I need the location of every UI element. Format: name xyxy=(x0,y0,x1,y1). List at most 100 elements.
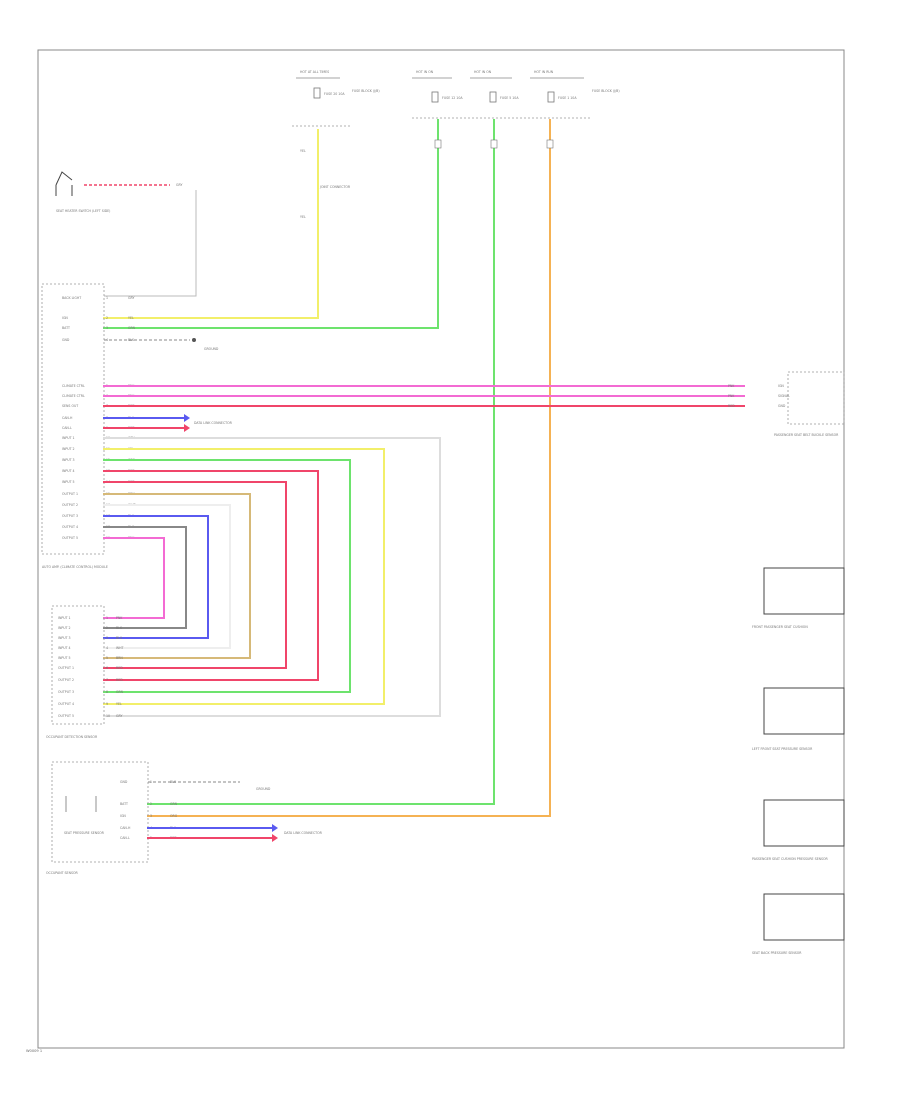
terminal-name: SIGNAL xyxy=(778,394,790,398)
seat-heater-switch: GRY SEAT HEATER SWITCH (LEFT SIDE) xyxy=(55,171,197,297)
sensor-box-1: FRONT PASSENGER SEAT CUSHION xyxy=(752,567,845,629)
pin-number: 1 xyxy=(106,296,108,300)
pin-number: 7 xyxy=(106,678,108,682)
pin-number: 2 xyxy=(106,316,108,320)
pin-name: BACK LIGHT xyxy=(62,296,81,300)
pin-name: CLIMATE CTRL xyxy=(62,384,85,388)
switch-wire-note: GRY xyxy=(176,183,182,187)
pin-row: INPUT 1 1 PNK xyxy=(58,616,123,620)
fuse-label: FUSE 5 10A xyxy=(500,96,519,100)
power-label: HOT AT ALL TIMES xyxy=(300,70,329,74)
wire-yellow-ign xyxy=(103,129,319,319)
pin-name: OUTPUT 1 xyxy=(62,492,78,496)
wire-gray-loop xyxy=(103,437,441,717)
wire-color: PNK xyxy=(116,616,123,620)
wire-black-loop xyxy=(103,526,187,629)
pin-number: 4 xyxy=(106,338,108,342)
pin-name: INPUT 1 xyxy=(58,616,71,620)
terminal-name: GND xyxy=(778,404,786,408)
wire-yellow-loop xyxy=(103,448,385,705)
wire-label-yel-top: YEL xyxy=(300,149,306,153)
occupant-sensor-inner: SEAT PRESSURE SENSOR xyxy=(64,796,105,835)
pin-name: OUTPUT 2 xyxy=(62,503,78,507)
occupant-sensor-box xyxy=(51,761,149,863)
pin-row: OUTPUT 1 6 RED xyxy=(58,666,123,670)
wire-orange-ign-occ xyxy=(147,119,551,817)
sensor-box-2: LEFT FRONT SEAT PRESSURE SENSOR xyxy=(752,687,845,751)
pin-number: 5 xyxy=(106,656,108,660)
ground-branch: GROUND xyxy=(104,338,219,351)
wire-color: RED xyxy=(116,678,123,682)
fuse-label: FUSE 20 10A xyxy=(324,92,345,96)
switch-connector-label: OCCUPANT DETECTION SENSOR xyxy=(46,735,98,739)
wire-color: GRN xyxy=(128,326,136,330)
pin-name: BATT xyxy=(120,802,128,806)
pin-row: OUTPUT 3 8 GRN xyxy=(58,690,124,694)
wire-color: BRN xyxy=(116,656,123,660)
wire-color: YEL xyxy=(128,316,134,320)
wire-color: GRN xyxy=(170,802,178,806)
heater-switch-label: SEAT HEATER SWITCH (LEFT SIDE) xyxy=(56,209,110,213)
wire-label-yel-mid: YEL xyxy=(300,215,306,219)
sensor-3-label: PASSENGER SEAT CUSHION PRESSURE SENSOR xyxy=(752,857,829,861)
wire-color: GRN xyxy=(116,690,124,694)
pin-name: CAN-L xyxy=(120,836,130,840)
wire-color: YEL xyxy=(116,702,122,706)
power-supply-4: HOT IN RUN FUSE 1 10A FUSE BLOCK (J/B) xyxy=(412,70,620,119)
power-supply-3: HOT IN ON FUSE 5 10A xyxy=(470,70,519,103)
pin-name: OUTPUT 3 xyxy=(58,690,74,694)
ground-label: GROUND xyxy=(204,347,219,351)
pin-name: SENS OUT xyxy=(62,404,78,408)
wire-red-loop-2 xyxy=(103,481,287,669)
footer-code: W0009 1 xyxy=(26,1049,42,1053)
wire-color: PNK xyxy=(728,384,735,388)
pin-number: 6 xyxy=(106,666,108,670)
pin-number: 8 xyxy=(106,690,108,694)
power-note: FUSE BLOCK (J/B) xyxy=(352,89,380,93)
pin-number: 1 xyxy=(106,616,108,620)
occupant-inner-label: SEAT PRESSURE SENSOR xyxy=(64,831,105,835)
wire-color: BLU xyxy=(116,636,123,640)
wire-color: GRY xyxy=(116,714,122,718)
occupant-sensor-label: OCCUPANT SENSOR xyxy=(46,871,78,875)
pin-name: CAN-H xyxy=(62,416,73,420)
sensor-1-label: FRONT PASSENGER SEAT CUSHION xyxy=(752,625,808,629)
pin-name: OUTPUT 3 xyxy=(62,514,78,518)
power-label: HOT IN ON xyxy=(474,70,492,74)
switch-connector xyxy=(51,605,105,725)
pin-name: OUTPUT 1 xyxy=(58,666,74,670)
pin-number: 3 xyxy=(106,326,108,330)
pin-number: 9 xyxy=(106,702,108,706)
pin-name: INPUT 2 xyxy=(62,447,75,451)
pin-number: 3 xyxy=(106,636,108,640)
sensor-4-label: SEAT BACK PRESSURE SENSOR xyxy=(752,951,802,955)
terminal-name: IGN xyxy=(778,384,784,388)
wire-white-loop xyxy=(103,504,231,649)
pin-name: INPUT 1 xyxy=(62,436,75,440)
wire-color: PNK xyxy=(728,394,735,398)
pin-number: 4 xyxy=(106,646,108,650)
wire-color: RED xyxy=(116,666,123,670)
sensor-box-4: SEAT BACK PRESSURE SENSOR xyxy=(752,893,845,955)
wire-blue-loop xyxy=(103,515,209,639)
wire-color: GRY xyxy=(128,296,134,300)
wire-color: BLK xyxy=(116,626,123,630)
diagram-frame xyxy=(37,49,845,1049)
pin-name: IGN xyxy=(62,316,68,320)
pin-name: OUTPUT 4 xyxy=(62,525,78,529)
pin-name: OUTPUT 2 xyxy=(58,678,74,682)
data-link-label-top: DATA LINK CONNECTOR xyxy=(194,421,233,425)
wire-color: ORG xyxy=(170,814,178,818)
wire-green-loop xyxy=(103,459,351,693)
pin-number: 1 xyxy=(150,780,152,784)
